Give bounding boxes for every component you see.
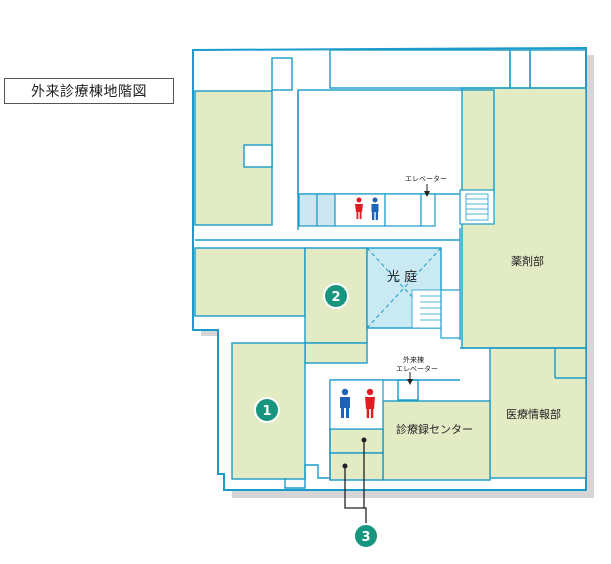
male-restroom-icon: [371, 197, 379, 220]
label-medical-info: 医療情報部: [506, 407, 561, 421]
small-box: [243, 144, 273, 168]
label-main-elevator: エレベーター: [405, 174, 447, 183]
marker-1: 1: [254, 397, 280, 423]
female-restroom-icon: [355, 197, 363, 219]
room-records: [382, 400, 491, 481]
elev-cell-main: [420, 193, 436, 227]
label-courtyard: 光 庭: [387, 269, 417, 285]
arrow-down-icon: [424, 191, 430, 197]
room-medical-info: [489, 347, 587, 479]
room-left-middle: [194, 247, 306, 317]
stairs-icon: [465, 193, 489, 221]
svg-text:2: 2: [331, 290, 340, 305]
elev-cell: [384, 193, 422, 227]
room-3-upper: [329, 428, 384, 454]
leader-line: [344, 466, 367, 525]
marker-2: 2: [323, 283, 349, 309]
top-block-4: [529, 49, 587, 89]
label-outpatient-elevator-2: エレベーター: [396, 364, 438, 373]
restroom-cell-lower: [329, 379, 384, 430]
stair-box: [459, 189, 495, 225]
room-corridor-strip: [304, 342, 368, 364]
female-restroom-icon: [365, 388, 375, 418]
label-records-center: 診療録センター: [396, 422, 473, 436]
arrow-down-icon: [407, 379, 413, 385]
map-title: 外来診療棟地階図: [4, 78, 174, 104]
elev-cell: [316, 193, 336, 227]
notch: [284, 464, 330, 489]
room-3-lower: [329, 452, 384, 481]
top-block-1: [271, 57, 293, 91]
svg-text:3: 3: [361, 530, 370, 545]
label-outpatient-elevator-1: 外来棟: [403, 355, 424, 364]
male-restroom-icon: [340, 388, 350, 418]
label-pharmacy: 薬剤部: [511, 254, 544, 268]
svg-text:1: 1: [262, 404, 271, 419]
marker-3: 3: [353, 523, 379, 549]
elev-cell: [298, 193, 318, 227]
